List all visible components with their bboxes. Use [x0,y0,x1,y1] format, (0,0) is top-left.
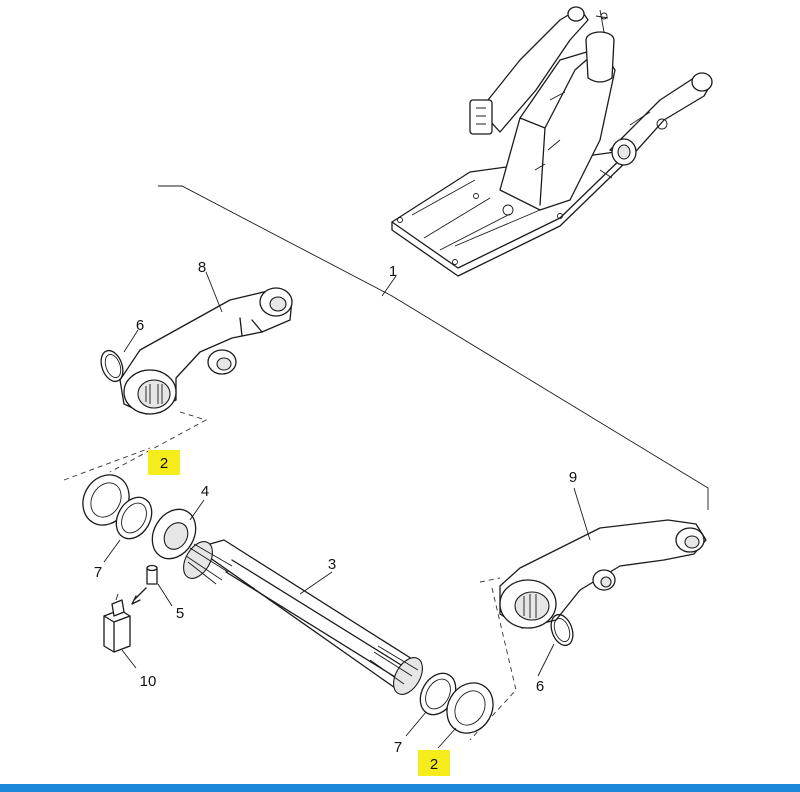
callout-7-bottom[interactable]: 7 [394,739,402,756]
leader-lines [103,271,591,749]
callout-6-bottom[interactable]: 6 [536,678,544,695]
lever-arm-lower[interactable] [499,519,707,629]
callout-5[interactable]: 5 [176,605,184,622]
callout-10[interactable]: 10 [140,673,157,690]
callout-3[interactable]: 3 [328,556,336,573]
highlight-ref-2-top [148,450,180,475]
callout-6-top[interactable]: 6 [136,317,144,334]
footer-bar [0,784,800,792]
splined-shaft[interactable] [178,537,429,700]
callout-7-top[interactable]: 7 [94,564,102,581]
callout-9[interactable]: 9 [569,469,577,486]
housing-assembly[interactable] [391,6,713,277]
callout-2-top[interactable]: 2 [160,455,168,472]
thrust-washer-lower[interactable] [438,674,502,741]
callout-4[interactable]: 4 [201,483,209,500]
callout-2-bottom[interactable]: 2 [430,756,438,773]
bearing-bushing[interactable] [144,501,205,566]
snap-ring-lower[interactable] [547,612,577,649]
thrust-washer-upper[interactable] [74,466,138,533]
snap-ring-upper[interactable] [97,348,127,385]
seal-ring-upper[interactable] [109,491,159,545]
lever-arm-upper[interactable] [119,287,293,415]
highlight-ref-2-bottom [418,750,450,776]
grease-plug[interactable] [131,564,158,605]
adhesive-bottle[interactable] [103,593,131,653]
callout-1[interactable]: 1 [389,263,397,280]
callout-8[interactable]: 8 [198,259,206,276]
